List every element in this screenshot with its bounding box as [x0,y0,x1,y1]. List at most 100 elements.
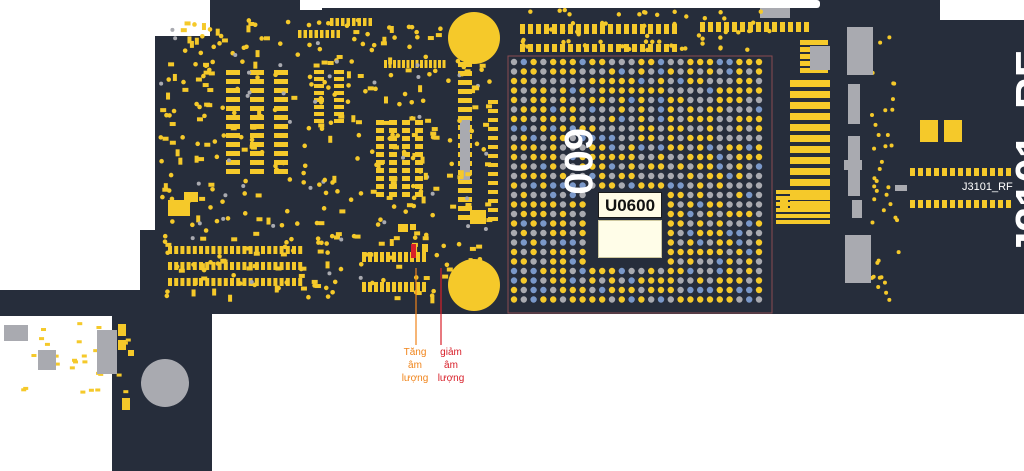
bga-ball [559,115,567,123]
bga-ball [726,115,733,123]
pad [221,38,228,43]
pad [181,79,186,85]
bga-ball [628,277,635,284]
bga-ball [559,58,567,66]
pad [402,168,410,173]
bga-ball [559,96,567,104]
bga-ball [755,58,763,66]
pad [125,338,131,342]
pad [238,281,243,286]
bga-ball [716,87,723,94]
pad [212,288,217,296]
pad [184,192,198,202]
pad [242,211,248,216]
bga-ball [540,153,547,161]
bga-ball [755,229,763,237]
bga-ball [706,172,714,180]
pad [307,74,313,80]
bga-ball [687,286,694,294]
pad [255,75,260,80]
bga-ball [510,115,518,123]
connector-pin [958,200,963,208]
bga-ball [579,191,586,199]
pad [656,44,661,52]
pad [608,44,613,52]
bga-ball [677,134,684,142]
pad [376,162,381,170]
pad [872,184,877,189]
bga-ball [706,277,714,284]
pad [684,14,689,19]
bga-ball [579,77,586,85]
pad [430,212,435,218]
bga-ball [677,248,684,256]
bga-ball [569,125,576,132]
connector-pin [918,168,923,176]
pad [241,147,248,152]
bga-ball [697,248,704,256]
bga-ball [530,115,537,123]
pad [339,237,344,242]
pad [620,44,625,49]
pad [616,24,621,34]
bga-ball [648,163,655,170]
pad [182,48,188,53]
bga-ball [716,210,723,218]
bga-ball [569,220,576,227]
pad [274,106,288,111]
pad [444,262,450,268]
pad [76,340,82,344]
pad [422,282,426,292]
pad [458,206,472,211]
bga-ball [638,153,645,161]
bga-ball [530,277,537,284]
pad [378,217,383,222]
pad [292,278,296,286]
pad [672,24,677,34]
pad [118,324,126,336]
pad [890,97,895,102]
pad [740,22,745,32]
bga-ball [706,77,714,85]
bga-ball [716,296,723,303]
pad [415,136,423,141]
bga-ball [706,182,714,189]
pad [314,77,324,81]
bga-ball [520,220,527,227]
pad [702,16,708,21]
pad [584,44,589,52]
bga-ball [706,68,714,75]
pad [214,154,220,160]
bga-ball [706,134,714,142]
pad [332,175,337,183]
mounting-hole-top [448,12,500,64]
pad [472,105,479,110]
bga-ball [716,153,723,161]
pad [242,246,247,254]
bga-ball [746,172,753,180]
pad [317,182,322,187]
pad [193,61,198,67]
connector-pin [998,168,1003,176]
bga-ball [540,125,547,132]
pad [162,239,168,244]
pad [423,172,428,180]
pad [656,24,661,34]
bga-ball [599,182,606,189]
bga-ball [706,125,714,132]
pad [382,36,387,44]
pad [886,185,891,190]
pad [230,278,234,286]
bga-ball [540,248,547,256]
pad [252,264,259,269]
bga-ball [667,163,674,170]
pad [263,36,270,41]
pad [473,86,480,91]
pad [274,70,288,75]
bga-ball [697,58,704,66]
pad [277,41,283,46]
bga-ball [608,125,616,132]
pad [282,244,288,250]
bga-ball [716,96,723,104]
bga-ball [520,277,527,284]
